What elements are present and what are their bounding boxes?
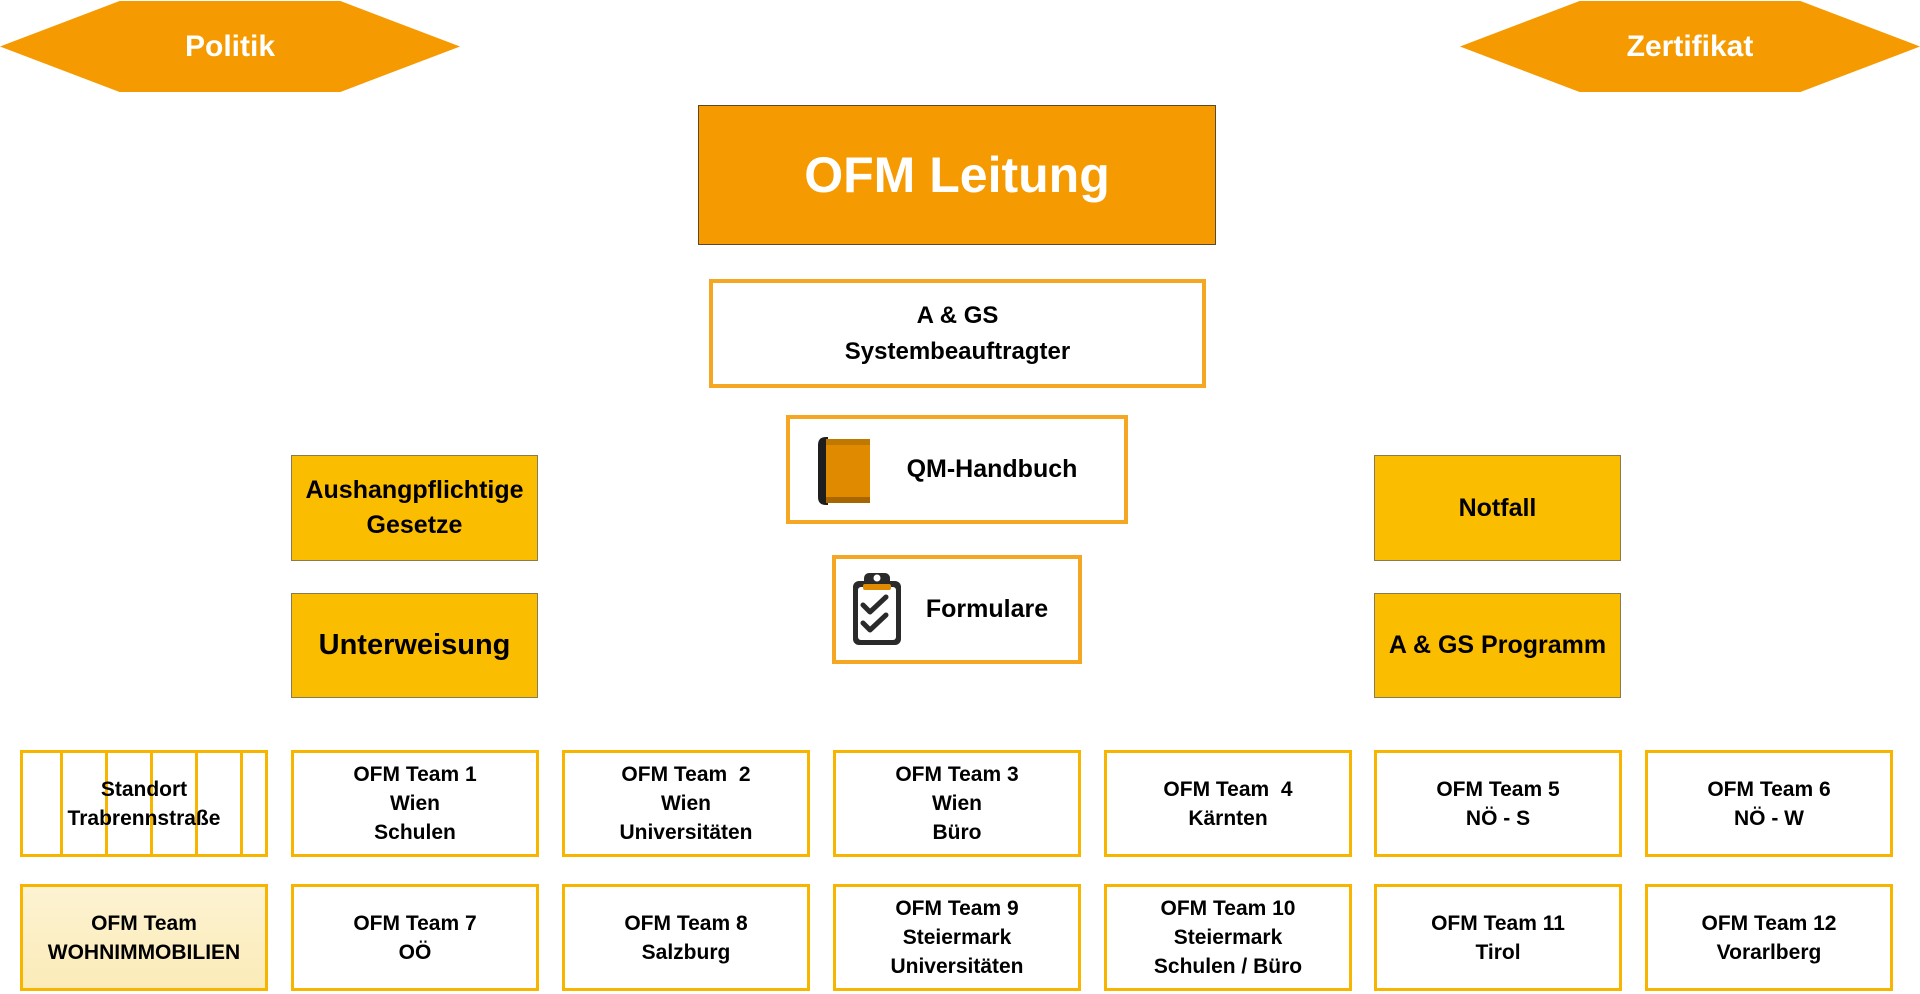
team-line: Tirol <box>1475 940 1521 964</box>
politik-label: Politik <box>184 29 275 63</box>
team-2[interactable]: OFM Team 2 Wien Universitäten <box>562 750 810 857</box>
team-line: OFM Team <box>91 911 197 935</box>
team-line: NÖ - W <box>1734 806 1804 830</box>
qm-handbuch-box[interactable]: QM-Handbuch <box>786 415 1128 524</box>
zertifikat-label: Zertifikat <box>1626 29 1754 63</box>
systembeauftragter-box[interactable]: A & GS Systembeauftragter <box>709 279 1206 388</box>
team-line: Trabrennstraße <box>67 806 221 830</box>
team-line: Kärnten <box>1188 806 1268 830</box>
team-3[interactable]: OFM Team 3 Wien Büro <box>833 750 1081 857</box>
aushangpflichtige-line1: Aushangpflichtige <box>305 476 524 504</box>
team-standort-trabrennstrasse[interactable]: Standort Trabrennstraße <box>20 750 268 857</box>
aushangpflichtige-gesetze-box[interactable]: Aushangpflichtige Gesetze <box>291 455 538 561</box>
team-line: OFM Team 7 <box>353 911 477 935</box>
systembeauftragter-line2: Systembeauftragter <box>844 337 1071 365</box>
ofm-leitung-box[interactable]: OFM Leitung <box>698 105 1216 245</box>
team-5[interactable]: OFM Team 5 NÖ - S <box>1374 750 1622 857</box>
team-line: OFM Team 12 <box>1701 911 1837 935</box>
team-line: NÖ - S <box>1465 806 1531 830</box>
team-line: OFM Team 9 <box>895 897 1019 920</box>
team-line: OFM Team 8 <box>624 911 748 935</box>
politik-hexagon[interactable]: Politik <box>0 1 460 92</box>
team-line: Steiermark <box>1173 926 1283 949</box>
team-line: Steiermark <box>902 926 1012 949</box>
team-11[interactable]: OFM Team 11 Tirol <box>1374 884 1622 991</box>
team-line: Vorarlberg <box>1716 940 1822 964</box>
notfall-label: Notfall <box>1458 493 1537 522</box>
clipboard-check-icon <box>850 569 904 656</box>
team-line: Wien <box>390 792 440 815</box>
team-line: Standort <box>100 777 188 801</box>
team-line: OFM Team 5 <box>1436 777 1560 801</box>
ofm-leitung-label: OFM Leitung <box>804 147 1110 203</box>
team-line: Universitäten <box>890 955 1024 978</box>
team-10[interactable]: OFM Team 10 Steiermark Schulen / Büro <box>1104 884 1352 991</box>
team-line: Wien <box>661 792 711 815</box>
team-line: OFM Team 6 <box>1707 777 1831 801</box>
team-9[interactable]: OFM Team 9 Steiermark Universitäten <box>833 884 1081 991</box>
team-line: OFM Team 1 <box>353 763 477 786</box>
team-line: WOHNIMMOBILIEN <box>47 940 241 964</box>
book-icon <box>812 435 874 514</box>
unterweisung-label: Unterweisung <box>318 629 511 661</box>
team-6[interactable]: OFM Team 6 NÖ - W <box>1645 750 1893 857</box>
team-4[interactable]: OFM Team 4 Kärnten <box>1104 750 1352 857</box>
team-wohnimmobilien[interactable]: OFM Team WOHNIMMOBILIEN <box>20 884 268 991</box>
team-1[interactable]: OFM Team 1 Wien Schulen <box>291 750 539 857</box>
team-line: OFM Team 10 <box>1160 897 1296 920</box>
formulare-box[interactable]: Formulare <box>832 555 1082 664</box>
ags-programm-label: A & GS Programm <box>1388 631 1607 659</box>
team-7[interactable]: OFM Team 7 OÖ <box>291 884 539 991</box>
team-line: Schulen / Büro <box>1153 955 1303 978</box>
zertifikat-hexagon[interactable]: Zertifikat <box>1460 1 1920 92</box>
team-line: Schulen <box>374 821 456 844</box>
team-line: Universitäten <box>619 821 753 844</box>
team-line: OÖ <box>398 940 432 964</box>
team-8[interactable]: OFM Team 8 Salzburg <box>562 884 810 991</box>
formulare-label: Formulare <box>925 595 1049 623</box>
team-line: Salzburg <box>641 940 731 964</box>
team-12[interactable]: OFM Team 12 Vorarlberg <box>1645 884 1893 991</box>
team-line: OFM Team 4 <box>1163 777 1293 801</box>
aushangpflichtige-line2: Gesetze <box>366 511 463 539</box>
systembeauftragter-line1: A & GS <box>916 301 999 329</box>
team-line: Wien <box>932 792 982 815</box>
notfall-box[interactable]: Notfall <box>1374 455 1621 561</box>
team-line: OFM Team 11 <box>1431 911 1565 935</box>
qm-handbuch-label: QM-Handbuch <box>906 455 1078 483</box>
team-line: Büro <box>932 821 982 844</box>
ags-programm-box[interactable]: A & GS Programm <box>1374 593 1621 698</box>
team-line: OFM Team 2 <box>621 763 751 786</box>
unterweisung-box[interactable]: Unterweisung <box>291 593 538 698</box>
team-line: OFM Team 3 <box>895 763 1019 786</box>
